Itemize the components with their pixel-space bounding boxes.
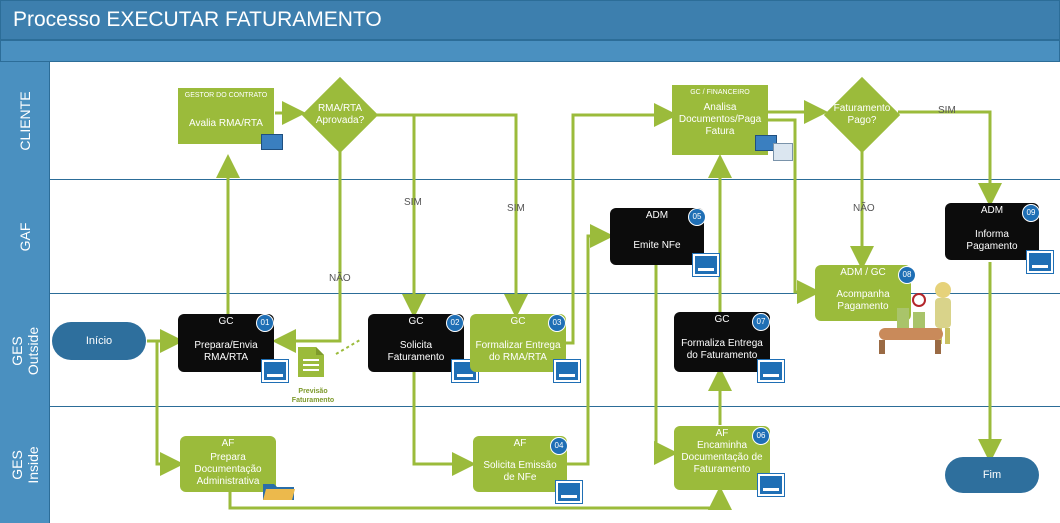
invoice-icon [773, 143, 793, 161]
folder-icon [263, 484, 295, 500]
previsao-document-icon [298, 347, 324, 377]
step-badge: 09 [1022, 204, 1040, 222]
flow-label-nao-1: NÃO [329, 273, 351, 284]
document-icon [554, 360, 580, 382]
document-icon [556, 481, 582, 503]
lane-header-ges-inside: GES Inside [0, 407, 50, 523]
previsao-label: Previsão Faturamento [291, 388, 335, 404]
lane-cliente [50, 62, 1060, 180]
step-badge: 02 [446, 314, 464, 332]
document-icon [693, 254, 719, 276]
document-icon [262, 360, 288, 382]
document-icon [1027, 251, 1053, 273]
flow-label-sim-3: SIM [938, 105, 956, 116]
document-icon [758, 360, 784, 382]
step-badge: 08 [898, 266, 916, 284]
step-badge: 05 [688, 208, 706, 226]
flow-label-nao-2: NÃO [853, 203, 875, 214]
step-badge: 04 [550, 437, 568, 455]
step-badge: 01 [256, 314, 274, 332]
lane-header-ges-outside: GES Outside [0, 294, 50, 407]
flow-label-sim-1: SIM [404, 197, 422, 208]
task-avalia-rma-rta[interactable]: GESTOR DO CONTRATO Avalia RMA/RTA [178, 88, 274, 144]
step-badge: 06 [752, 427, 770, 445]
page-title: Processo EXECUTAR FATURAMENTO [13, 8, 382, 31]
step-badge: 03 [548, 314, 566, 332]
inspector-illustration [879, 282, 951, 354]
document-icon [758, 474, 784, 496]
gateway-rma-aprovada[interactable]: RMA/RTA Aprovada? [301, 76, 379, 154]
task-acompanha-pagamento[interactable]: ADM / GC Acompanha Pagamento [815, 265, 911, 321]
lane-header-cliente: CLIENTE [0, 62, 50, 180]
task-prepara-documentacao[interactable]: AF Prepara Documentação Administrativa [180, 436, 276, 492]
gateway-faturamento-pago[interactable]: Faturamento Pago? [823, 76, 901, 154]
title-bar: Processo EXECUTAR FATURAMENTO [0, 0, 1060, 40]
task-analisa-documentos[interactable]: GC / FINANCEIRO Analisa Documentos/Paga … [672, 85, 768, 155]
start-event[interactable]: Início [52, 322, 146, 360]
end-event[interactable]: Fim [945, 457, 1039, 493]
lane-gaf [50, 180, 1060, 294]
lane-ges-outside [50, 294, 1060, 407]
flow-label-sim-2: SIM [507, 203, 525, 214]
step-badge: 07 [752, 313, 770, 331]
mail-icon [261, 134, 283, 150]
lane-header-gaf: GAF [0, 180, 50, 294]
